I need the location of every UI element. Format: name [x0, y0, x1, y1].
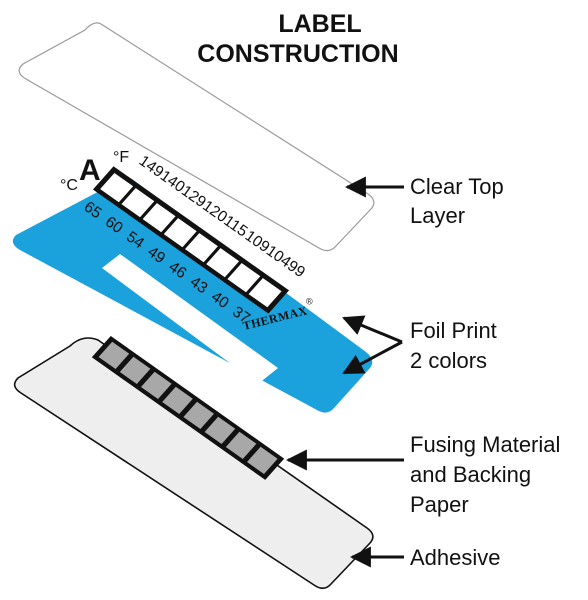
- foil-window: [102, 254, 278, 384]
- fahrenheit-value: 99: [284, 257, 308, 281]
- fusing-label-line-3: Paper: [410, 492, 469, 517]
- foil-print-shape: [12, 177, 373, 413]
- clear-top-label-line-2: Layer: [410, 203, 465, 228]
- title-line-2: CONSTRUCTION: [197, 40, 398, 68]
- fusing-square: [183, 401, 214, 429]
- indicator-box: [243, 274, 287, 312]
- adhesive-label: Adhesive: [410, 545, 501, 570]
- backing-layer-shape: [13, 337, 374, 590]
- title-line-1: LABEL: [278, 10, 361, 38]
- celsius-value: 46: [166, 258, 190, 282]
- indicator-boxes: [92, 166, 290, 314]
- celsius-unit: °C: [60, 177, 78, 194]
- clear-top-layer: [18, 22, 375, 252]
- fusing-square: [141, 371, 172, 399]
- adhesive-layer: [13, 337, 374, 590]
- celsius-value: 43: [187, 273, 211, 297]
- fusing-label-line-2: and Backing: [410, 462, 531, 487]
- clear-top-layer-shape: [18, 22, 375, 252]
- fusing-label-line-1: Fusing Material: [410, 432, 560, 457]
- callout-arrows: [285, 176, 404, 568]
- fusing-square: [247, 446, 278, 474]
- range-letter: A: [79, 154, 101, 187]
- foil-print-label-line-1: Foil Print: [410, 318, 497, 343]
- clear-top-label-line-1: Clear Top: [410, 174, 504, 199]
- celsius-value: 65: [81, 198, 105, 222]
- celsius-value: 49: [144, 243, 168, 267]
- registered-mark: ®: [305, 296, 314, 307]
- fahrenheit-unit: °F: [113, 149, 129, 166]
- fusing-square: [119, 356, 151, 384]
- foil-print-arrow-upper: [342, 315, 403, 344]
- foil-print-label-line-2: 2 colors: [410, 348, 487, 373]
- fusing-square: [162, 386, 193, 414]
- callout-labels: Clear Top Layer Foil Print 2 colors Fusi…: [410, 174, 560, 570]
- foil-print-arrow-lower: [342, 340, 403, 375]
- fusing-square: [225, 431, 257, 459]
- celsius-value: 37: [229, 303, 253, 327]
- fusing-square: [98, 341, 130, 369]
- fusing-material-strip: [91, 335, 285, 480]
- foil-print-layer: [12, 177, 373, 413]
- fusing-square: [204, 416, 236, 444]
